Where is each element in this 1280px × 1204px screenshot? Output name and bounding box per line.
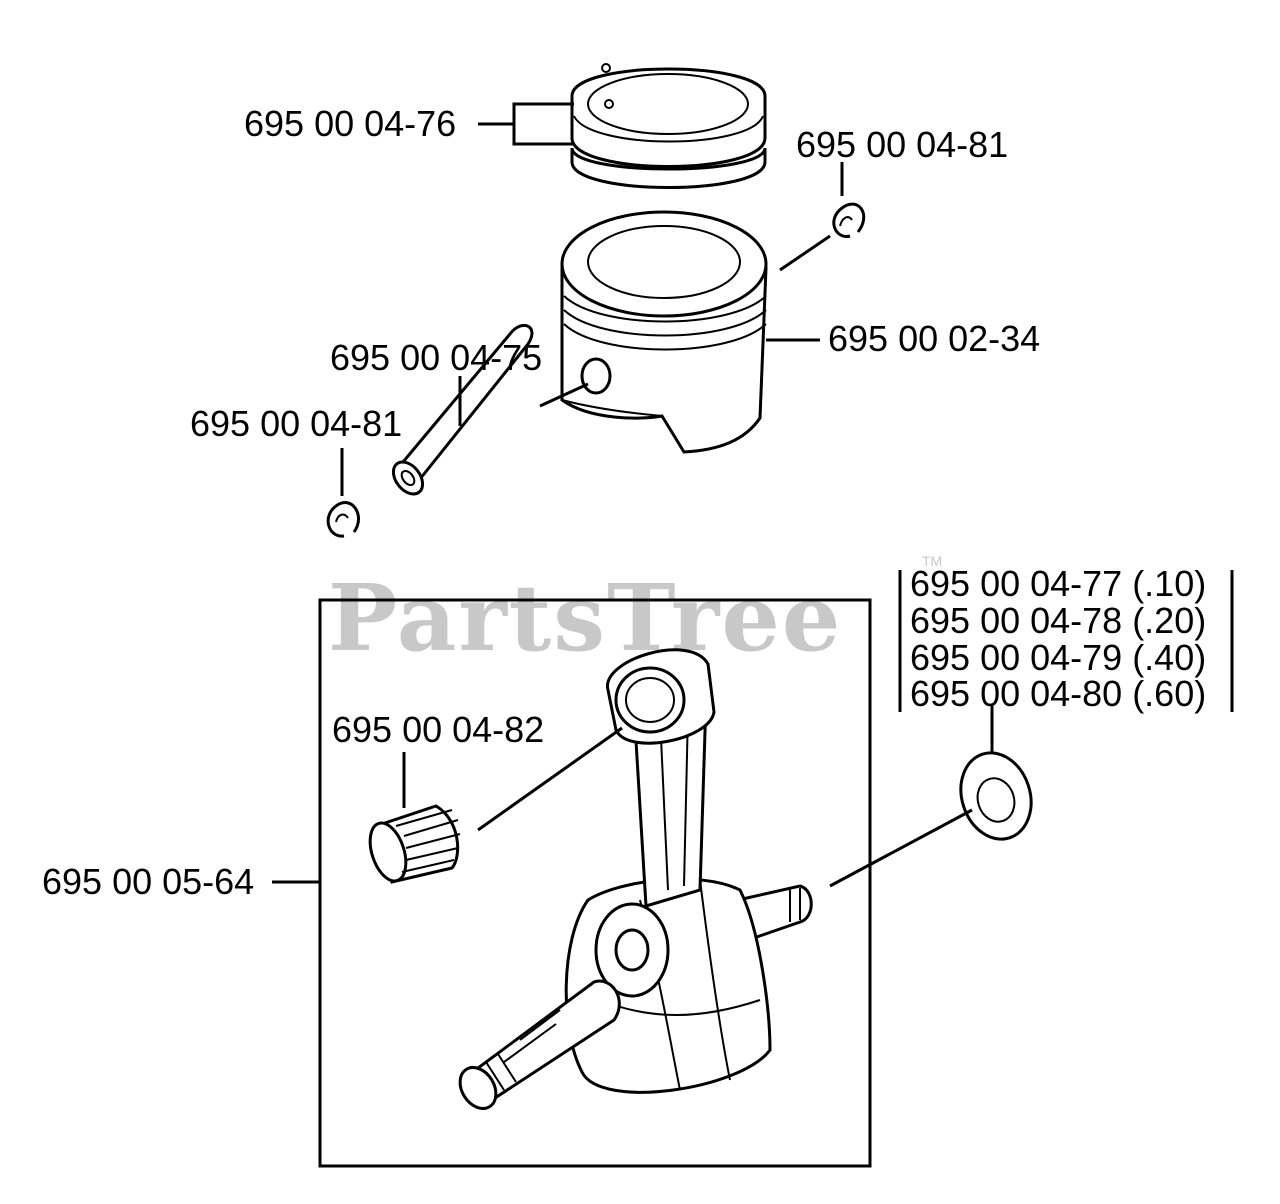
watermark-text: PartsTree bbox=[328, 564, 842, 672]
label-crankshaft-assembly: 695 00 05-64 bbox=[42, 861, 254, 902]
label-washer-option: 695 00 04-78 (.20) bbox=[910, 600, 1206, 641]
label-washer-option: 695 00 04-77 (.10) bbox=[910, 563, 1206, 604]
crankshaft-drawing bbox=[458, 648, 813, 1110]
piston-rings-drawing bbox=[570, 63, 767, 189]
label-washer-option: 695 00 04-80 (.60) bbox=[910, 673, 1206, 714]
label-piston-rings: 695 00 04-76 bbox=[244, 103, 456, 144]
needle-bearing-drawing bbox=[368, 726, 623, 884]
label-piston-pin: 695 00 04-75 bbox=[330, 337, 542, 378]
piston-drawing bbox=[560, 210, 768, 454]
label-piston: 695 00 02-34 bbox=[828, 318, 1040, 359]
label-retaining-ring-top: 695 00 04-81 bbox=[796, 124, 1008, 165]
piston-pin-drawing bbox=[391, 323, 589, 496]
watermark-tm: TM bbox=[922, 553, 942, 569]
retaining-ring-top-drawing bbox=[779, 162, 866, 272]
label-washer-option: 695 00 04-79 (.40) bbox=[910, 637, 1206, 678]
retaining-ring-left-drawing bbox=[326, 448, 360, 538]
thrust-washer-drawing bbox=[829, 706, 1033, 888]
leader-piston-rings bbox=[478, 102, 574, 146]
label-needle-bearing: 695 00 04-82 bbox=[332, 709, 544, 750]
label-retaining-ring-left: 695 00 04-81 bbox=[190, 403, 402, 444]
